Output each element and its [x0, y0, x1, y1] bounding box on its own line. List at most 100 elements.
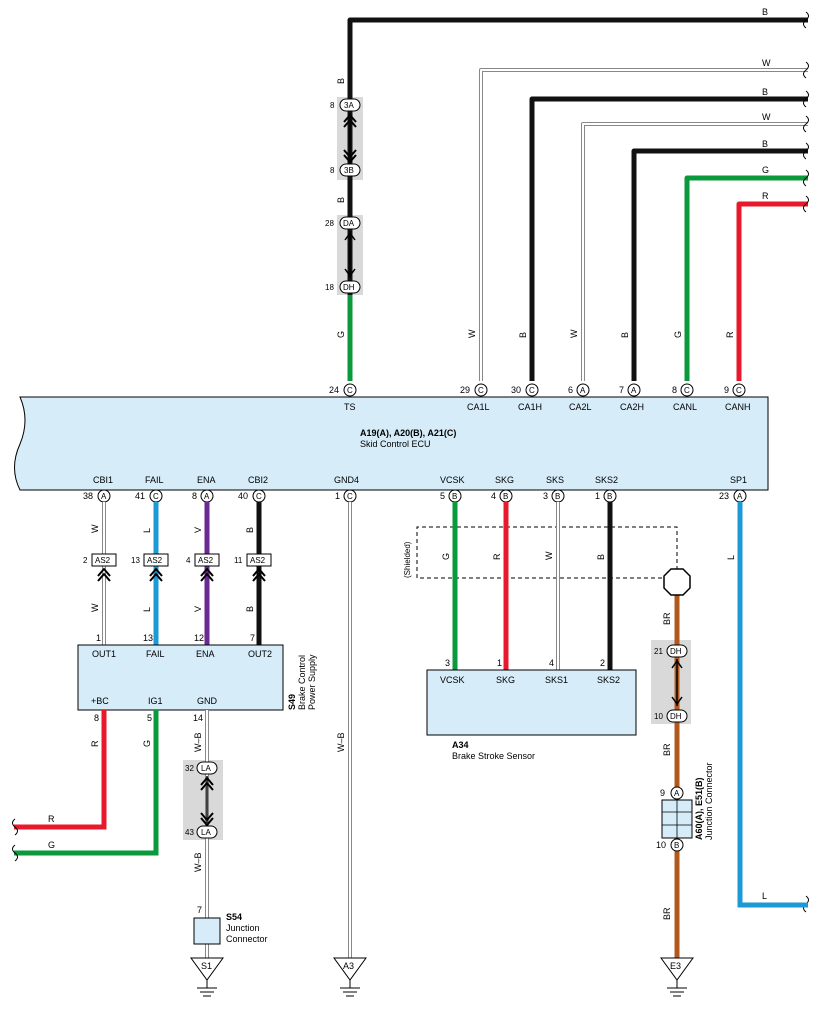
svg-text:23: 23: [719, 491, 729, 501]
svg-text:8: 8: [330, 166, 335, 175]
svg-text:SP1: SP1: [730, 475, 747, 485]
svg-text:AS2: AS2: [95, 556, 111, 565]
svg-text:B: B: [518, 332, 528, 338]
svg-text:V: V: [193, 606, 203, 612]
svg-text:13: 13: [143, 633, 153, 643]
svg-text:FAIL: FAIL: [145, 475, 164, 485]
svg-text:DA: DA: [343, 219, 355, 228]
top-right-wire-labels: B W B W B G R: [762, 7, 771, 201]
svg-text:CA2L: CA2L: [569, 402, 592, 412]
svg-text:10: 10: [654, 712, 663, 721]
svg-text:SKS1: SKS1: [545, 675, 568, 685]
svg-text:A60(A), E51(B): A60(A), E51(B): [694, 777, 704, 840]
svg-text:A34: A34: [452, 740, 469, 750]
svg-text:A: A: [204, 492, 210, 501]
ecu-title: A19(A), A20(B), A21(C): [360, 428, 456, 438]
svg-text:Brake Control: Brake Control: [297, 655, 307, 710]
svg-text:CA1H: CA1H: [518, 402, 542, 412]
ts-inline-connectors: 3A 8 3B 8 DA 28 DH 18: [325, 98, 361, 294]
right-break-marks: [803, 11, 809, 913]
svg-text:SKS2: SKS2: [597, 675, 620, 685]
svg-text:BR: BR: [662, 907, 672, 920]
svg-text:B: B: [762, 87, 768, 97]
s54-junction: 7 S54 Junction Connector: [193, 905, 268, 945]
svg-text:2: 2: [600, 658, 605, 668]
svg-text:TS: TS: [344, 402, 356, 412]
svg-text:S1: S1: [201, 961, 212, 971]
left-break-marks: [12, 818, 18, 862]
svg-text:B: B: [607, 492, 612, 501]
svg-text:A3: A3: [343, 961, 354, 971]
svg-text:CANL: CANL: [673, 402, 697, 412]
svg-text:G: G: [441, 553, 451, 560]
wire-ca2l: [581, 122, 808, 381]
svg-text:V: V: [193, 527, 203, 533]
svg-text:OUT2: OUT2: [248, 649, 272, 659]
shield-area: (Shielded): [403, 526, 678, 579]
as2-connectors: AS2 2 AS2 13 AS2 4 AS2 11: [83, 553, 272, 582]
svg-text:W: W: [467, 329, 477, 338]
svg-text:CA2H: CA2H: [620, 402, 644, 412]
svg-text:W: W: [569, 329, 579, 338]
svg-text:C: C: [736, 386, 742, 395]
svg-text:AS2: AS2: [147, 556, 163, 565]
svg-text:C: C: [256, 492, 262, 501]
svg-text:A: A: [101, 492, 107, 501]
sensor-wire-labels: G R W B: [441, 551, 606, 560]
svg-text:B: B: [620, 332, 630, 338]
svg-text:7: 7: [250, 633, 255, 643]
svg-text:W: W: [762, 112, 771, 122]
svg-text:28: 28: [325, 219, 334, 228]
svg-text:L: L: [762, 891, 767, 901]
svg-text:AS2: AS2: [198, 556, 214, 565]
svg-text:4: 4: [491, 491, 496, 501]
svg-text:CBI1: CBI1: [93, 475, 113, 485]
svg-text:B: B: [245, 527, 255, 533]
sp1-wire: L L: [726, 502, 808, 908]
svg-text:W: W: [90, 603, 100, 612]
svg-text:B: B: [762, 139, 768, 149]
ps-lower-wires: [14, 710, 209, 958]
svg-text:A: A: [580, 386, 586, 395]
svg-text:R: R: [492, 553, 502, 560]
svg-text:A: A: [674, 789, 680, 798]
svg-text:R: R: [762, 191, 769, 201]
svg-text:8: 8: [672, 385, 677, 395]
svg-text:W–B: W–B: [336, 732, 346, 752]
svg-text:43: 43: [185, 828, 194, 837]
svg-text:C: C: [347, 386, 353, 395]
shield-splice: [663, 568, 691, 596]
svg-text:Power Supply: Power Supply: [307, 654, 317, 710]
svg-text:11: 11: [234, 556, 243, 565]
ground-s1: S1: [190, 957, 224, 997]
svg-text:14: 14: [193, 713, 203, 723]
svg-text:3: 3: [445, 658, 450, 668]
svg-text:Junction: Junction: [226, 923, 260, 933]
svg-text:R: R: [48, 814, 55, 824]
svg-text:FAIL: FAIL: [146, 649, 165, 659]
sensor-wires: [452, 502, 613, 670]
svg-text:7: 7: [619, 385, 624, 395]
svg-text:LA: LA: [201, 828, 211, 837]
svg-text:29: 29: [460, 385, 470, 395]
svg-text:(Shielded): (Shielded): [403, 541, 412, 578]
svg-text:9: 9: [724, 385, 729, 395]
svg-text:4: 4: [186, 556, 191, 565]
svg-text:2: 2: [83, 556, 88, 565]
svg-text:B: B: [503, 492, 508, 501]
svg-text:ENA: ENA: [196, 649, 215, 659]
svg-text:E3: E3: [670, 961, 681, 971]
svg-text:8: 8: [330, 101, 335, 110]
top-vertical-wire-labels: B B G W B W B G R: [336, 78, 735, 338]
svg-text:Brake Stroke Sensor: Brake Stroke Sensor: [452, 751, 535, 761]
svg-text:B: B: [336, 197, 346, 203]
svg-text:B: B: [596, 554, 606, 560]
svg-text:3B: 3B: [344, 166, 354, 175]
svg-text:L: L: [726, 555, 736, 560]
svg-text:SKS: SKS: [546, 475, 564, 485]
svg-text:IG1: IG1: [148, 696, 163, 706]
ecu-name: Skid Control ECU: [360, 439, 431, 449]
svg-text:C: C: [684, 386, 690, 395]
a60-junction: A 9 B 10 A60(A), E51(B) Junction Connect…: [656, 762, 714, 852]
la-connectors: LA 32 LA 43: [185, 761, 218, 839]
